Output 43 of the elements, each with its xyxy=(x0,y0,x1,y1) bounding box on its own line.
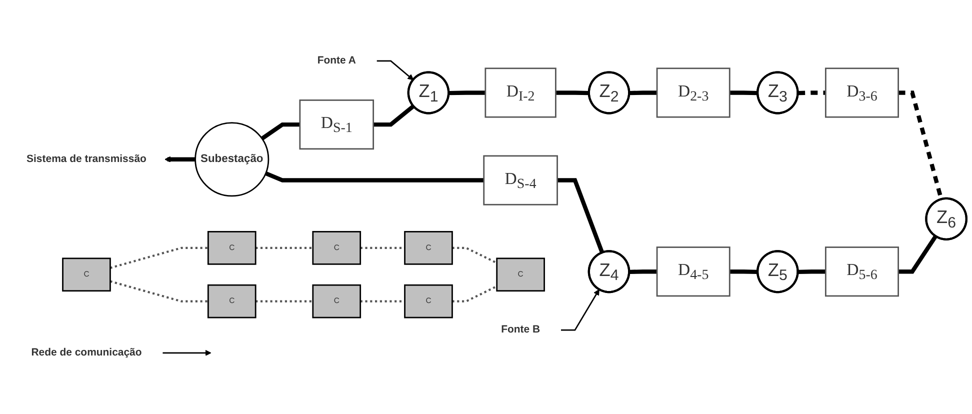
node-box xyxy=(824,68,899,118)
node-box xyxy=(312,231,362,265)
dashed-line xyxy=(798,90,826,96)
connector-line xyxy=(373,104,415,127)
connector-line xyxy=(448,90,486,96)
node-box xyxy=(656,68,730,118)
connector-line xyxy=(629,90,658,96)
node-box xyxy=(207,284,256,318)
node-text: Fonte A xyxy=(317,54,356,66)
node-circle xyxy=(194,122,270,197)
connector-line xyxy=(798,270,826,274)
node-box xyxy=(207,231,256,265)
node-box xyxy=(404,231,453,265)
connector-line xyxy=(730,90,758,96)
dashed-line xyxy=(256,300,313,302)
connector-line xyxy=(260,122,300,140)
node-text: Fonte B xyxy=(501,324,540,336)
dashed-line xyxy=(452,246,498,264)
node-box xyxy=(656,246,730,297)
connector-line xyxy=(162,350,212,356)
dashed-line xyxy=(256,246,313,250)
node-box xyxy=(483,155,558,206)
connector-line xyxy=(164,156,196,163)
connector-line xyxy=(730,270,758,274)
dashed-line xyxy=(110,280,208,302)
node-text: Sistema de transmissão xyxy=(26,153,146,165)
connector-line xyxy=(898,235,938,274)
node-box xyxy=(62,258,111,292)
node-box xyxy=(404,284,453,318)
node-text: Rede de comunicação xyxy=(31,346,142,358)
connector-line xyxy=(376,60,414,80)
node-box xyxy=(484,68,556,118)
connector-line xyxy=(629,270,658,274)
connector-line xyxy=(556,90,590,96)
connector-line xyxy=(557,178,604,254)
dashed-line xyxy=(110,246,208,270)
connector-line xyxy=(561,289,600,331)
node-box xyxy=(299,100,374,150)
node-box xyxy=(824,246,899,297)
dashed-line xyxy=(452,285,498,302)
connector-line xyxy=(264,172,484,182)
node-box xyxy=(312,284,362,318)
node-box xyxy=(496,258,545,292)
